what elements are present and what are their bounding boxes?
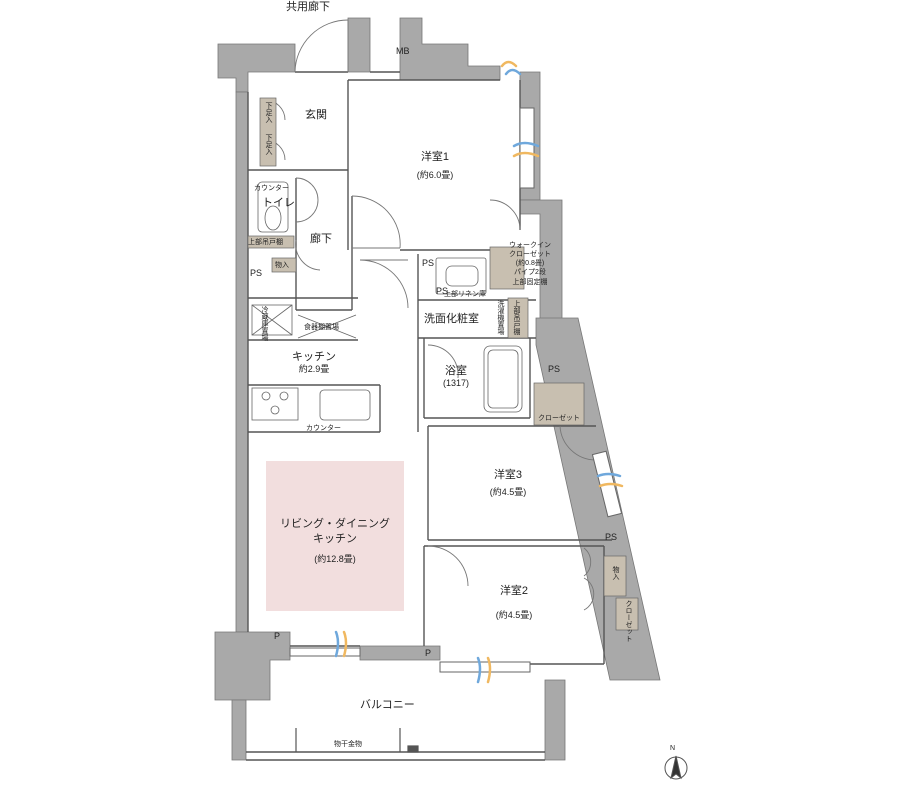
bedroom1-size: (約6.0畳)	[416, 170, 454, 180]
p-label: P	[274, 631, 281, 641]
dish-shelf-label: 食器棚置場	[304, 324, 339, 331]
bath-size: (1317)	[442, 378, 469, 388]
airflow-marks	[334, 60, 624, 684]
wash-cabinet-label: 上部吊戸棚	[513, 300, 520, 335]
wic-line4: パイプ2段	[514, 269, 546, 276]
bedroom2-name: 洋室2	[499, 585, 529, 597]
compass-icon	[664, 755, 688, 780]
mb-label: MB	[396, 46, 410, 56]
toilet-label: トイレ	[262, 197, 295, 209]
kitchen-name: キッチン	[292, 351, 336, 363]
laundry-pole-label: 物干金物	[334, 741, 362, 748]
ps-label-4: PS	[548, 364, 561, 374]
balcony-label: バルコニー	[360, 699, 415, 711]
linen-label: 上部リネン庫	[444, 291, 486, 298]
shoe-box-label-1: 下足入	[265, 102, 272, 123]
wic-line1: ウォークイン	[509, 242, 551, 249]
ldk-line2: キッチン	[313, 533, 357, 545]
bedroom2-size: (約4.5畳)	[495, 610, 533, 620]
washroom-label: 洗面化粧室	[424, 313, 479, 325]
exterior-walls	[214, 17, 661, 761]
closet-label: クローゼット	[538, 415, 580, 422]
storage-label: 物入	[275, 262, 289, 269]
wic-line3: (約0.8畳)	[515, 260, 545, 267]
bath-name: 浴室	[445, 365, 467, 377]
toilet-cabinet-label: 上部吊戸棚	[248, 239, 283, 246]
storage2-label: 物入	[612, 566, 619, 580]
bedroom3-size: (約4.5畳)	[489, 487, 527, 497]
fridge-label: 冷蔵庫置場	[261, 306, 268, 341]
washer-label: 洗濯機置場	[497, 300, 504, 335]
door-swings	[264, 19, 597, 611]
wic-line5: 上部固定棚	[512, 279, 548, 286]
ps-label-2: PS	[422, 258, 435, 268]
corridor-label: 共用廊下	[286, 1, 330, 13]
storage-fills	[247, 97, 639, 631]
kitchen-counter-label: カウンター	[306, 425, 341, 432]
ldk-area	[266, 461, 404, 611]
ps-label-6: P	[425, 648, 432, 658]
toilet-counter-label: カウンター	[254, 185, 289, 192]
compass-north-label: N	[670, 745, 676, 752]
entrance-label: 玄関	[305, 109, 327, 121]
bath-fixtures	[257, 181, 523, 413]
ps-label-5: PS	[605, 532, 618, 542]
shoe-box-label-2: 下足入	[265, 134, 272, 155]
ldk-line1: リビング・ダイニング	[280, 518, 390, 530]
ps-label-1: PS	[250, 268, 263, 278]
ldk-size: (約12.8畳)	[314, 554, 356, 564]
laundry-hooks	[295, 728, 419, 753]
hallway-label: 廊下	[310, 233, 332, 245]
bedroom3-name: 洋室3	[493, 469, 523, 481]
bedroom1-name: 洋室1	[420, 151, 450, 163]
kitchen-size: 約2.9畳	[298, 364, 330, 374]
ps-label-3: PS	[436, 286, 449, 296]
kitchen-fixtures	[251, 304, 371, 421]
wic-line2: クローゼット	[509, 251, 551, 258]
closet2-label: クローゼット	[625, 600, 632, 642]
